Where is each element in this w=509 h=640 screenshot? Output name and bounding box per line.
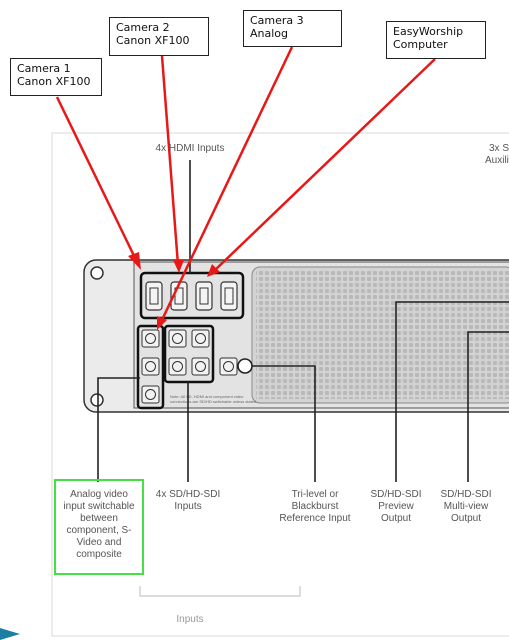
hdmi-port-3 bbox=[195, 281, 213, 311]
camera1-callout: Camera 1 Canon XF100 bbox=[10, 58, 102, 96]
connector-lines bbox=[97, 160, 509, 482]
hdmi-inputs-label: 4x HDMI Inputs bbox=[155, 143, 225, 154]
multiview-output-label: SD/HD-SDI Multi-view Output bbox=[440, 489, 492, 524]
switcher-chassis bbox=[83, 259, 509, 413]
rack-hole-top bbox=[90, 266, 104, 280]
inputs-bracket-label: Inputs bbox=[176, 614, 204, 625]
camera3-callout: Camera 3 Analog bbox=[243, 10, 342, 47]
sdi-inputs-label: 4x SD/HD-SDI Inputs bbox=[155, 489, 221, 512]
inputs-bracket bbox=[139, 586, 301, 597]
page-frame bbox=[51, 132, 509, 637]
chassis-fine-print: Note: All SD, HDMI and component video bbox=[170, 394, 244, 399]
red-arrows bbox=[55, 46, 436, 323]
corner-decoration bbox=[0, 628, 20, 640]
easyworship-callout: EasyWorship Computer bbox=[386, 21, 486, 59]
sdi-bnc-group bbox=[163, 324, 215, 384]
analog-input-highlight bbox=[54, 479, 144, 575]
hdmi-port-1 bbox=[145, 281, 163, 311]
reference-bnc bbox=[219, 357, 238, 376]
analog-bnc-group bbox=[136, 324, 165, 410]
svg-text:connections are SD/HD switchab: connections are SD/HD switchable unless … bbox=[170, 399, 257, 404]
reference-marker bbox=[237, 358, 253, 374]
preview-output-label: SD/HD-SDI Preview Output bbox=[370, 489, 422, 524]
rack-hole-bottom bbox=[90, 393, 104, 407]
hdmi-port-4 bbox=[220, 281, 238, 311]
aux-label-line1: 3x S bbox=[489, 143, 509, 154]
camera2-callout: Camera 2 Canon XF100 bbox=[109, 17, 209, 56]
reference-input-label: Tri-level or Blackburst Reference Input bbox=[279, 489, 351, 524]
aux-label-line2: Auxili bbox=[485, 155, 509, 166]
analog-input-label: Analog video input switchable between co… bbox=[63, 489, 135, 560]
hdmi-port-group bbox=[139, 271, 245, 320]
